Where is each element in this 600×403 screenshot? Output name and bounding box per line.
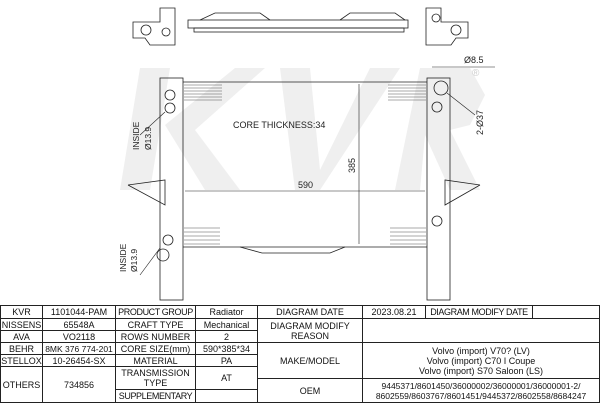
diagram-date-value: 2023.08.21 xyxy=(362,305,426,319)
prop-cell: TRANSMISSION TYPE xyxy=(115,366,196,390)
code-cell: 734856 xyxy=(42,366,116,403)
top-view xyxy=(132,7,469,46)
width-dimension: 590 xyxy=(298,180,313,190)
prop-cell: SUPPLEMENTARY xyxy=(115,389,196,403)
brand-cell: OTHERS xyxy=(0,366,43,403)
inside-dia-top: Ø13.9 xyxy=(143,127,153,150)
diagram-date-label: DIAGRAM DATE xyxy=(257,305,363,319)
brand-cell: KVR xyxy=(0,305,43,319)
make-model-label: MAKE/MODEL xyxy=(257,342,363,379)
value-cell xyxy=(195,389,258,403)
oem-value: 9445371/8601450/36000002/36000001/360000… xyxy=(362,378,600,403)
value-cell: Radiator xyxy=(195,305,258,319)
diagram-modify-date-label: DIAGRAM MODIFY DATE xyxy=(425,305,533,319)
kvr-watermark xyxy=(120,68,485,190)
make-model-line: Volvo (import) V70? (LV) xyxy=(432,345,530,356)
diagram-modify-date-value xyxy=(532,305,600,319)
make-model-value: Volvo (import) V70? (LV) Volvo (import) … xyxy=(362,342,600,379)
diagram-modify-reason-label: DIAGRAM MODIFY REASON xyxy=(257,318,363,343)
value-cell: AT xyxy=(195,366,258,390)
front-view xyxy=(127,77,481,301)
code-cell: 1101044-PAM xyxy=(42,305,116,319)
make-model-line: Volvo (import) S70 Saloon (LS) xyxy=(418,365,544,376)
radiator-drawing: ® xyxy=(118,7,495,301)
outlet-diameter: 2-Ø37 xyxy=(475,110,485,135)
dimension-lines xyxy=(139,66,495,276)
inside-label-bottom: INSIDE xyxy=(118,243,128,272)
inside-label-top: INSIDE xyxy=(131,121,141,150)
core-fins xyxy=(184,84,426,245)
oem-line: 9445371/8601450/36000002/36000001/360000… xyxy=(381,380,581,391)
height-dimension: 385 xyxy=(347,158,357,173)
inside-dia-bottom: Ø13.9 xyxy=(129,249,139,272)
make-model-line: Volvo (import) C70 I Coupe xyxy=(426,355,536,366)
oem-line: 8602559/8603767/8601451/9445372/8602558/… xyxy=(375,390,587,401)
prop-cell: PRODUCT GROUP xyxy=(115,305,196,319)
pipe-diameter: Ø8.5 xyxy=(464,55,484,65)
oem-label: OEM xyxy=(257,378,363,403)
registered-mark: ® xyxy=(472,68,480,79)
core-thickness-label: CORE THICKNESS:34 xyxy=(233,120,325,130)
diagram-modify-reason-value xyxy=(362,318,600,343)
